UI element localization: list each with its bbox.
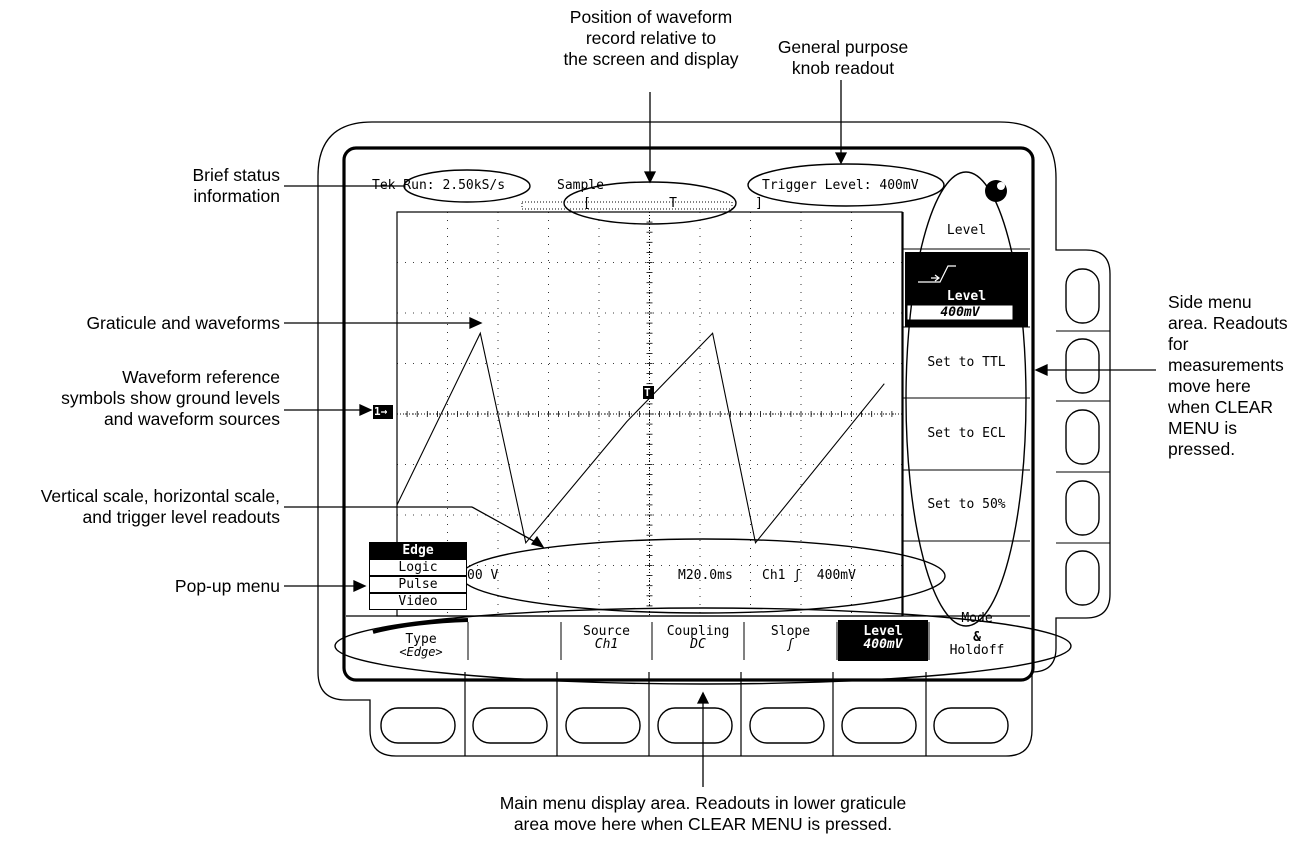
graticule-grid — [396, 211, 903, 617]
status-acquisition: Sample — [557, 178, 604, 193]
callout-line: Vertical scale, horizontal scale, — [40, 486, 280, 506]
main-menu-coupling-label[interactable]: Coupling — [666, 624, 730, 639]
main-menu-button-5[interactable] — [749, 707, 825, 744]
trigger-marker-box — [643, 386, 654, 399]
callout-line: General purpose — [777, 37, 909, 57]
popup-item-video[interactable]: Video — [369, 593, 467, 610]
record-position-bracket: [ T ] — [583, 196, 764, 211]
side-menu-frame — [902, 212, 1030, 616]
callout-line: when CLEAR — [1168, 397, 1274, 417]
main-menu-source-value: Ch1 — [594, 637, 619, 652]
callout-line: area move here when CLEAR MENU is presse… — [513, 814, 893, 834]
side-menu-ecl[interactable]: Set to ECL — [927, 426, 1006, 441]
side-menu-button-3[interactable] — [1065, 409, 1100, 465]
popup-item-edge[interactable]: Edge — [369, 542, 467, 559]
callout-line: MENU is — [1168, 418, 1238, 438]
callout-line: Brief status — [192, 165, 280, 185]
callout-line: the screen and display — [563, 49, 739, 69]
callout-line: Main menu display area. Readouts in lowe… — [499, 793, 907, 813]
callout-side-menu-label: Side menu area. Readouts for measurement… — [1168, 292, 1314, 460]
callout-position-label: Position of waveform record relative to … — [560, 7, 742, 70]
main-menu-button-1[interactable] — [380, 707, 456, 744]
record-frame — [521, 201, 733, 210]
callout-line: Side menu — [1168, 292, 1252, 312]
main-menu-source-label[interactable]: Source — [583, 624, 630, 639]
main-menu-level-value: 400mV — [863, 637, 903, 652]
trigger-level-readout: Trigger Level: 400mV — [762, 178, 919, 193]
main-menu-coupling-value: DC — [690, 637, 706, 652]
main-menu-button-7[interactable] — [933, 707, 1009, 744]
callout-line: Position of waveform — [569, 7, 733, 27]
callout-line: area. Readouts — [1168, 313, 1288, 333]
callout-line: measurements — [1168, 355, 1284, 375]
main-menu-mode-amp: & — [973, 630, 981, 645]
ch1-ground-marker: 1→ — [374, 405, 388, 418]
popup-item-pulse[interactable]: Pulse — [369, 576, 467, 593]
vertical-scale-readout: 00 V — [467, 568, 499, 583]
callout-line: information — [193, 186, 280, 206]
main-menu-button-3[interactable] — [565, 707, 641, 744]
side-menu-ttl[interactable]: Set to TTL — [927, 355, 1006, 370]
side-menu-button-4[interactable] — [1065, 480, 1100, 536]
main-menu-type-value: <Edge> — [399, 645, 443, 659]
callout-knob-label: General purpose knob readout — [770, 37, 916, 79]
trigger-position-marker: T — [644, 386, 651, 399]
main-menu-button-4[interactable] — [657, 707, 733, 744]
main-menu-buttons[interactable] — [380, 672, 1009, 756]
main-menu-button-6[interactable] — [841, 707, 917, 744]
waveform-trace — [396, 331, 885, 545]
main-menu-frame — [346, 615, 1030, 661]
callout-line: move here — [1168, 376, 1251, 396]
callout-popup-label: Pop-up menu — [80, 576, 280, 597]
side-menu-title: Level — [946, 223, 987, 238]
tek-logo — [985, 180, 1007, 202]
callout-scale-label: Vertical scale, horizontal scale, and tr… — [0, 486, 280, 528]
main-menu-type-label[interactable]: Type — [405, 632, 437, 647]
horizontal-scale-readout: M20.0ms — [678, 568, 733, 583]
side-menu-button-2[interactable] — [1065, 338, 1100, 394]
main-menu-slope-value: ʃ — [786, 637, 795, 652]
side-menu-button-5[interactable] — [1065, 550, 1100, 606]
screen-border — [342, 146, 1035, 682]
side-menu-level-label[interactable]: Level — [946, 289, 987, 304]
side-menu-level-value: 400mV — [940, 305, 980, 320]
trigger-scale-readout: Ch1 ʃ 400mV — [762, 568, 856, 583]
status-run-readout: Tek Run: 2.50kS/s — [372, 178, 506, 193]
popup-item-logic[interactable]: Logic — [369, 559, 467, 576]
side-menu-buttons[interactable] — [1056, 268, 1110, 606]
callout-line: and trigger level readouts — [82, 507, 280, 527]
main-menu-mode-label[interactable]: Mode — [961, 611, 993, 626]
callout-wf-ref-label: Waveform reference symbols show ground l… — [20, 367, 280, 430]
callout-line: knob readout — [791, 58, 895, 78]
callout-graticule-label: Graticule and waveforms — [40, 313, 280, 334]
main-menu-slope-label[interactable]: Slope — [770, 624, 811, 639]
callout-line: Waveform reference — [122, 367, 280, 387]
side-menu-button-1[interactable] — [1065, 268, 1100, 324]
callout-main-menu-label: Main menu display area. Readouts in lowe… — [443, 793, 963, 835]
callout-line: Graticule and waveforms — [86, 313, 280, 333]
callout-ellipses — [334, 163, 1072, 685]
callout-line: and waveform sources — [103, 409, 280, 429]
callout-brief-status-label: Brief status information — [120, 165, 280, 207]
main-menu-holdoff-label: Holdoff — [949, 643, 1005, 658]
callout-line: Pop-up menu — [174, 576, 280, 596]
main-menu-level-label[interactable]: Level — [863, 624, 903, 639]
main-menu-button-2[interactable] — [472, 707, 548, 744]
callout-line: symbols show ground levels — [61, 388, 280, 408]
side-menu-50pct[interactable]: Set to 50% — [927, 497, 1006, 512]
callout-line: for — [1168, 334, 1189, 354]
ch1-marker-box — [373, 405, 393, 419]
callout-line: record relative to — [585, 28, 717, 48]
callout-arrows — [284, 80, 1156, 787]
callout-line: pressed. — [1168, 439, 1236, 459]
